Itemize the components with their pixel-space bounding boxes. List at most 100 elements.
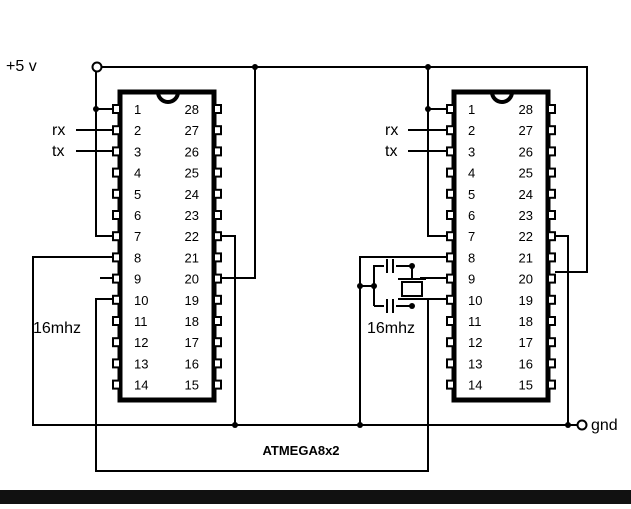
tx-label-right: tx	[385, 143, 397, 160]
pin-number-left: 7	[468, 229, 475, 244]
left-chip-pin20-vcc	[221, 67, 256, 279]
pin-pad-left	[446, 125, 455, 136]
pin-pad-left	[446, 188, 455, 199]
pin-pad-left	[112, 358, 121, 369]
pin-pad-left	[446, 337, 455, 348]
left-chip-pin1-pin7-vcc	[95, 71, 113, 237]
pin-pad-right	[547, 273, 556, 284]
pin-pad-right	[213, 146, 222, 157]
pin-number-right: 17	[519, 335, 533, 350]
pin-number-left: 3	[134, 144, 141, 159]
pin-pad-right	[547, 379, 556, 390]
pin-number-right: 24	[185, 187, 199, 202]
pin-number-right: 26	[185, 144, 199, 159]
pin-number-right: 16	[185, 356, 199, 371]
pin-pad-left	[112, 316, 121, 326]
junction-dot	[357, 422, 363, 428]
pin-number-left: 4	[134, 166, 141, 181]
pin-number-right: 27	[185, 123, 199, 138]
right-chip-pin22-gnd	[555, 235, 569, 425]
pin-number-right: 15	[519, 378, 533, 393]
pin-number-right: 16	[519, 356, 533, 371]
pin-number-right: 27	[519, 123, 533, 138]
pin-number-right: 18	[519, 314, 533, 329]
pin-number-right: 21	[185, 250, 199, 265]
pin-number-left: 3	[468, 144, 475, 159]
pin-pad-left	[112, 210, 121, 220]
ground-terminal	[576, 419, 588, 431]
pin-number-left: 4	[468, 166, 475, 181]
junction-dot	[409, 263, 415, 269]
pin-pad-left	[446, 146, 455, 157]
chip-notch-left	[156, 91, 180, 104]
junction-dot	[425, 106, 431, 112]
pin-pad-right	[547, 358, 556, 369]
pin-number-right: 23	[185, 208, 199, 223]
pin-pad-right	[547, 188, 556, 199]
pin-pad-right	[547, 167, 556, 178]
pin-number-left: 6	[134, 208, 141, 223]
pin-pad-left	[446, 210, 455, 220]
supply-rail	[102, 66, 588, 273]
pin-number-left: 9	[468, 272, 475, 287]
pin-pad-right	[547, 146, 556, 157]
pin-pad-left	[112, 294, 121, 305]
pin-pad-left	[112, 167, 121, 178]
pin-number-left: 12	[468, 335, 482, 350]
pin-pad-left	[446, 294, 455, 305]
pin-pad-left	[112, 337, 121, 348]
right-chip-pin8-gnd	[359, 256, 447, 425]
pin-number-right: 18	[185, 314, 199, 329]
pin-number-right: 20	[185, 272, 199, 287]
chip-body-left	[117, 89, 217, 403]
pin-number-left: 14	[468, 378, 482, 393]
pin-number-right: 25	[185, 166, 199, 181]
pin-number-left: 14	[134, 378, 148, 393]
crystal-label-left: 16mhz	[33, 320, 81, 337]
junction-dot	[565, 422, 571, 428]
pin-pad-left	[446, 358, 455, 369]
tx-label-left: tx	[52, 143, 64, 160]
pin-pad-right	[547, 294, 556, 305]
pin-number-right: 23	[519, 208, 533, 223]
pin-pad-left	[112, 188, 121, 199]
supply-label: +5 v	[6, 58, 37, 75]
pin-pad-right	[213, 167, 222, 178]
pin-pad-right	[213, 358, 222, 369]
pin-number-right: 24	[519, 187, 533, 202]
pin-pad-left	[446, 379, 455, 390]
rx-label-right: rx	[385, 122, 398, 139]
pin-pad-right	[547, 252, 556, 263]
pin-number-left: 13	[468, 356, 482, 371]
pin-number-left: 11	[134, 314, 148, 329]
ground-label: gnd	[591, 417, 618, 434]
junction-dot	[232, 422, 238, 428]
crystal-label-right: 16mhz	[367, 320, 415, 337]
pin-pad-left	[446, 316, 455, 326]
load-cap-top-wire-left	[373, 265, 384, 306]
pin-number-right: 19	[185, 293, 199, 308]
junction-dot	[357, 283, 363, 289]
pin-pad-right	[213, 104, 222, 114]
pin-pad-left	[446, 273, 455, 284]
pin-number-left: 9	[134, 272, 141, 287]
crystal-body	[401, 281, 423, 297]
rx-label-left: rx	[52, 122, 65, 139]
pin-number-right: 25	[519, 166, 533, 181]
pin-number-left: 6	[468, 208, 475, 223]
left-chip-pin8-loop	[32, 256, 235, 426]
junction-dot	[371, 283, 377, 289]
pin-pad-right	[213, 252, 222, 263]
pin-number-left: 13	[134, 356, 148, 371]
pin-number-right: 17	[185, 335, 199, 350]
pin-pad-left	[446, 167, 455, 178]
pin-pad-right	[213, 210, 222, 220]
pin-pad-left	[446, 252, 455, 263]
pin-number-left: 2	[468, 123, 475, 138]
pin-pad-right	[547, 125, 556, 136]
pin-number-right: 15	[185, 378, 199, 393]
pin-pad-right	[213, 337, 222, 348]
